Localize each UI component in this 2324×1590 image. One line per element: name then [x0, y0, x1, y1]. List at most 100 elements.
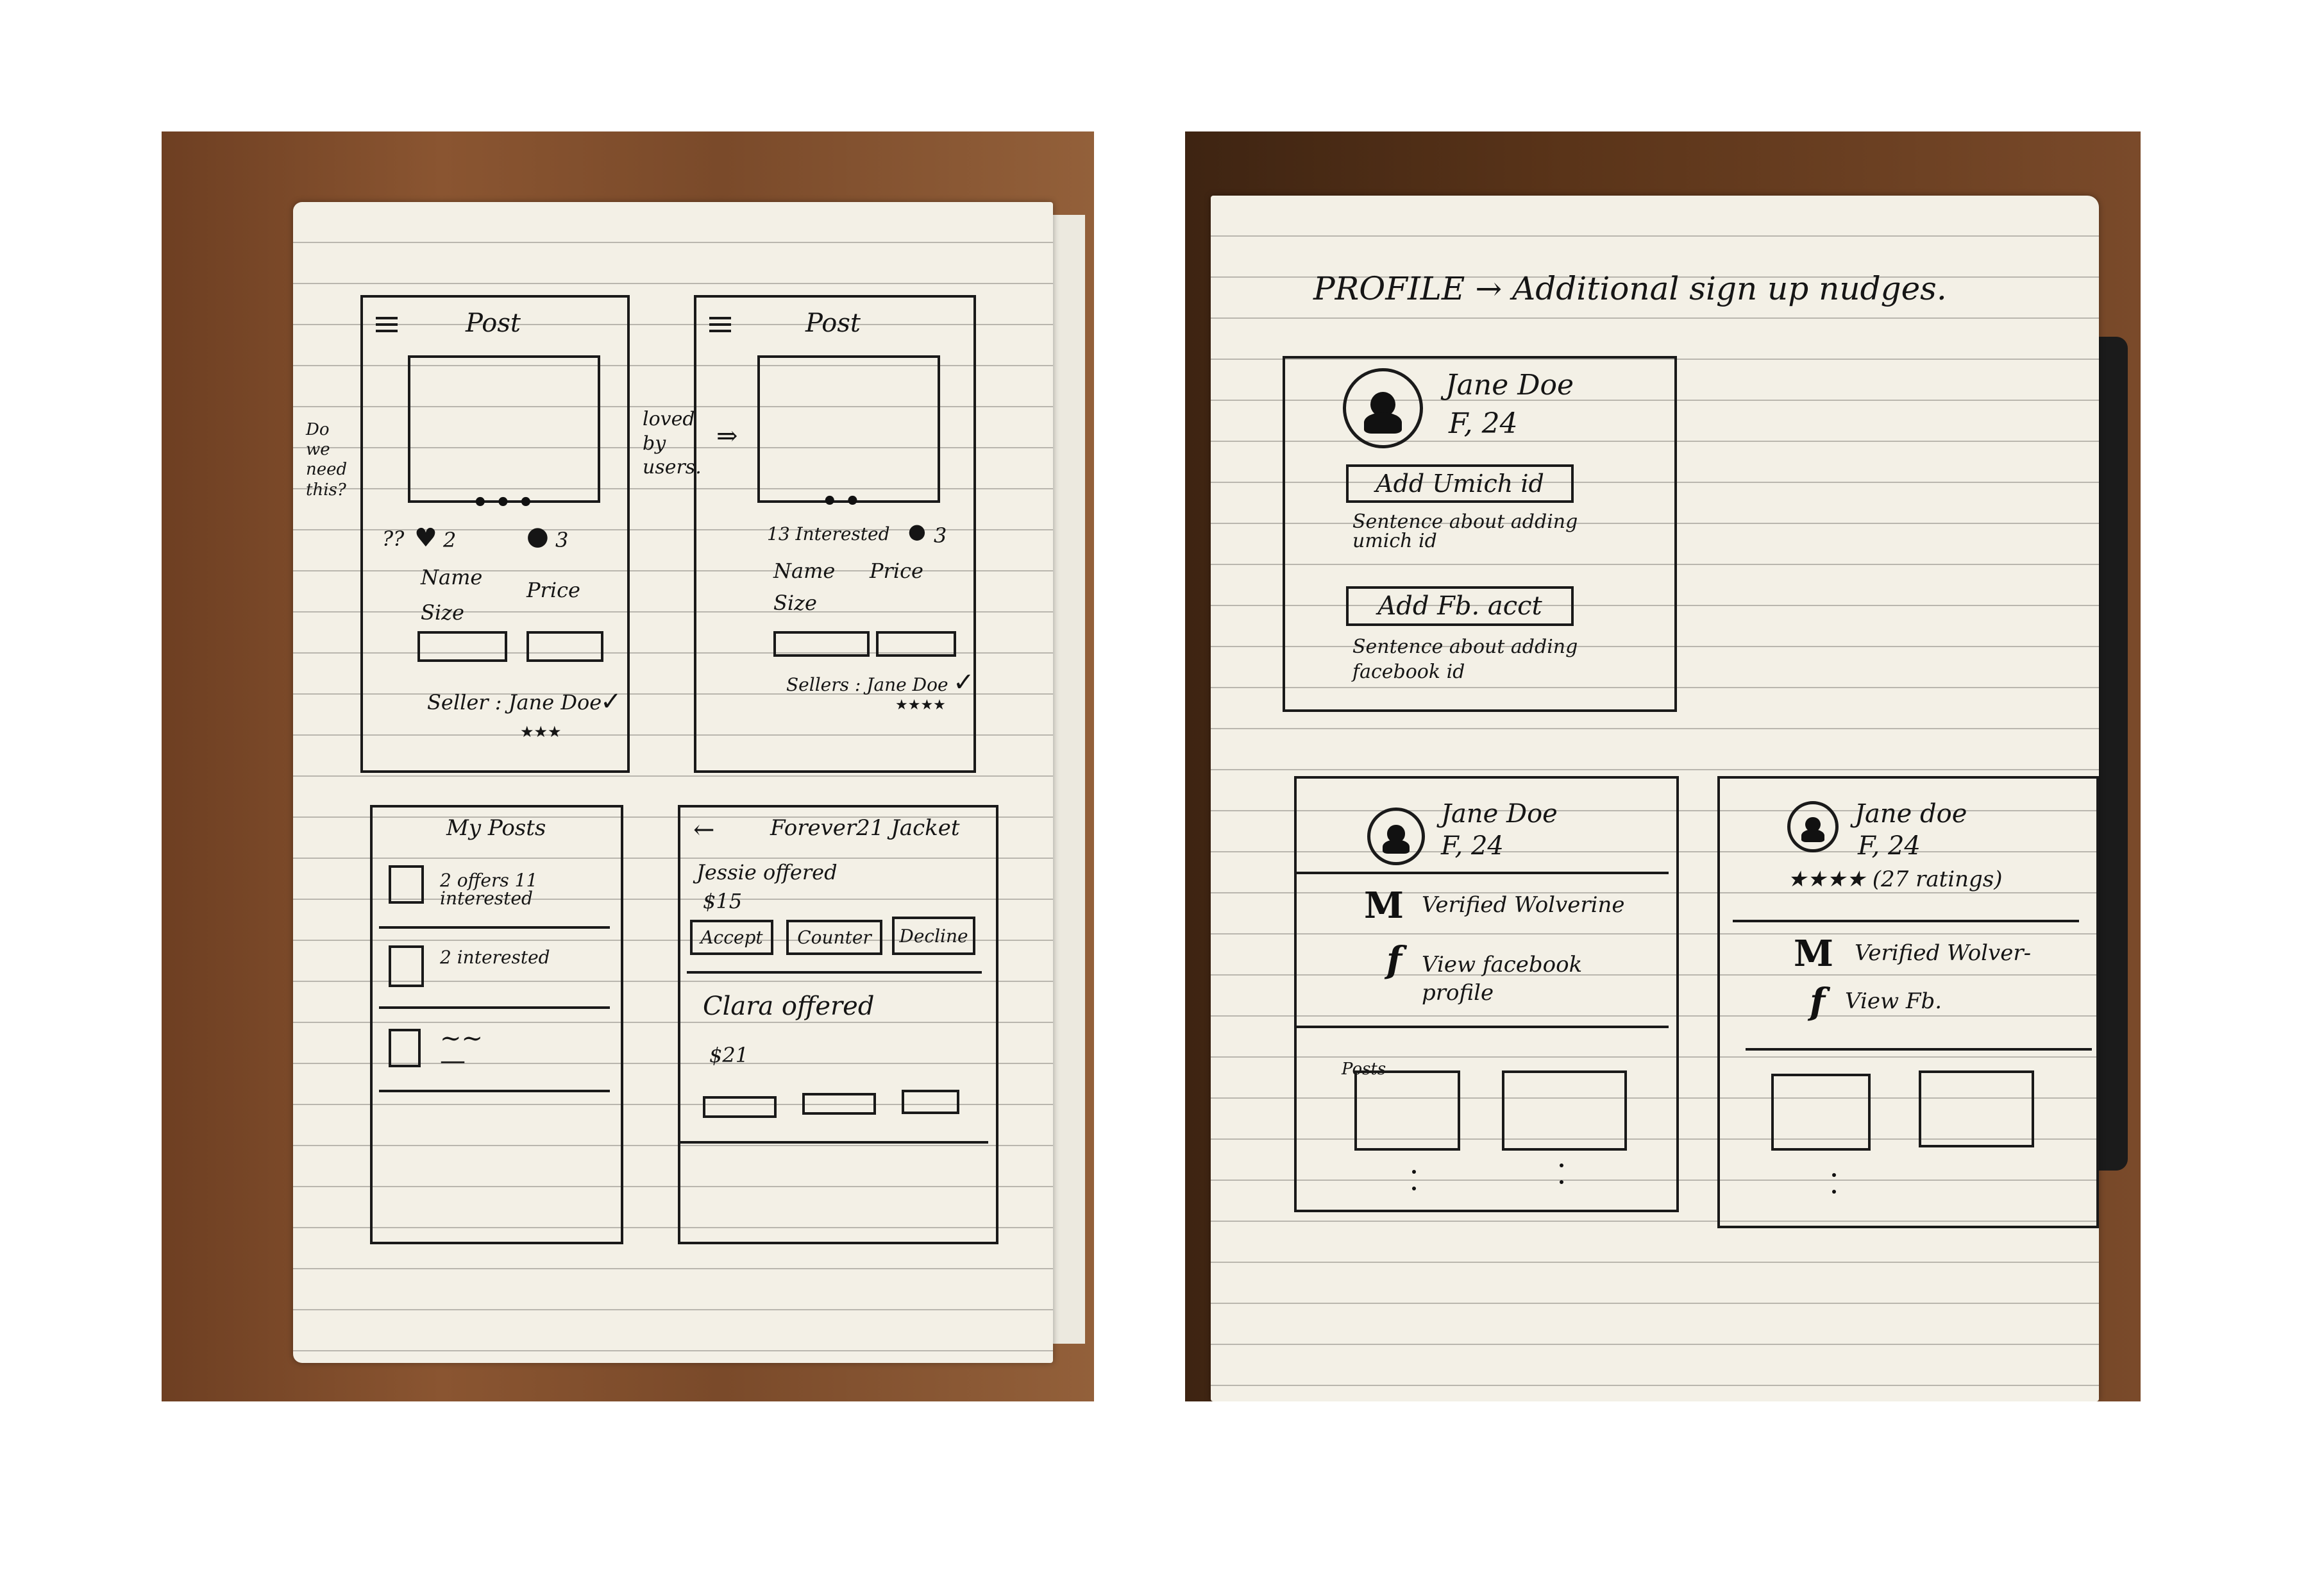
image-placeholder: [757, 355, 940, 503]
post-thumbnail[interactable]: [1771, 1074, 1871, 1151]
divider: [680, 1141, 988, 1144]
offer-2-name: Clara offered: [703, 992, 875, 1021]
profile-name: Jane Doe: [1445, 369, 1574, 402]
post-thumbnail[interactable]: [1502, 1070, 1627, 1151]
action-button-1[interactable]: [417, 631, 507, 662]
view-facebook-link[interactable]: View Fb.: [1845, 988, 1942, 1014]
arrow-left-icon[interactable]: ←: [693, 815, 715, 845]
post-thumbnail[interactable]: [389, 945, 424, 987]
hamburger-icon[interactable]: [709, 317, 731, 332]
profile-screen-a: Jane Doe F, 24 Add Umich id Sentence abo…: [1283, 356, 1677, 712]
next-page-edge: [1047, 215, 1085, 1344]
block-m-icon: M: [1364, 884, 1404, 927]
item-size: Size: [421, 600, 464, 625]
accept-button[interactable]: Accept: [690, 920, 773, 955]
seller-label[interactable]: Seller : Jane Doe: [427, 690, 602, 715]
placeholder-scribble: —: [440, 1046, 466, 1076]
post-status: 2 offers 11 interested: [440, 870, 538, 909]
person-icon: [1343, 368, 1423, 448]
person-icon: [1787, 801, 1839, 852]
post-thumbnail[interactable]: [389, 865, 424, 904]
profile-info: F, 24: [1441, 831, 1504, 861]
add-fb-account-button[interactable]: Add Fb. acct: [1346, 586, 1574, 626]
comment-icon[interactable]: ●: [526, 521, 549, 551]
decline-button[interactable]: [902, 1090, 959, 1114]
accept-button[interactable]: [703, 1096, 777, 1118]
more-indicator: [1412, 1170, 1416, 1193]
item-price: Price: [526, 578, 580, 602]
hamburger-icon[interactable]: [376, 317, 398, 332]
posts-label: Posts: [1342, 1060, 1386, 1079]
profile-info: F, 24: [1858, 831, 1921, 861]
item-size: Size: [773, 591, 817, 615]
divider: [379, 1006, 610, 1009]
seller-rating: ★★★: [520, 723, 562, 741]
add-umich-id-button[interactable]: Add Umich id: [1346, 464, 1574, 503]
screen-title: Post: [805, 309, 861, 338]
action-button-2[interactable]: [526, 631, 603, 662]
image-placeholder: [408, 355, 600, 503]
check-circle-icon: ✓: [953, 668, 975, 697]
post-thumbnail[interactable]: [389, 1029, 421, 1067]
more-indicator: [1832, 1173, 1836, 1196]
screen-title: My Posts: [446, 815, 546, 841]
side-note-b: loved by users.: [643, 408, 702, 478]
facebook-f-icon: f: [1386, 939, 1402, 981]
offer-2-amount: $21: [709, 1043, 749, 1067]
post-thumbnail[interactable]: [1354, 1070, 1460, 1151]
right-notebook-photo: PROFILE → Additional sign up nudges. Jan…: [1185, 131, 2141, 1401]
comment-count: 3: [934, 523, 947, 548]
action-button-1[interactable]: [773, 631, 870, 657]
profile-name: Jane doe: [1855, 799, 1967, 829]
post-status: 2 interested: [440, 947, 550, 968]
heart-icon[interactable]: ♥: [414, 523, 437, 553]
profile-screen-b: Jane Doe F, 24 M Verified Wolverine f Vi…: [1294, 776, 1679, 1212]
post-thumbnail[interactable]: [1919, 1070, 2034, 1147]
action-button-2[interactable]: [876, 631, 956, 657]
facebook-f-icon: f: [1810, 981, 1826, 1023]
divider: [1297, 1026, 1669, 1028]
verified-wolverine-link[interactable]: Verified Wolverine: [1422, 892, 1625, 918]
profile-info: F, 24: [1449, 407, 1518, 440]
side-note-a: Do we need this?: [306, 420, 348, 500]
divider: [1297, 872, 1669, 874]
verified-wolverine-link[interactable]: Verified Wolver-: [1855, 940, 2032, 966]
decline-button[interactable]: Decline: [892, 917, 975, 955]
offer-1-amount: $15: [703, 889, 743, 913]
person-icon: [1367, 808, 1425, 865]
seller-rating: ★★★★: [895, 697, 946, 713]
question-marks: ??: [382, 527, 405, 551]
page-heading: PROFILE → Additional sign up nudges.: [1313, 270, 1947, 307]
item-price: Price: [870, 559, 923, 583]
interested-count[interactable]: 13 Interested: [767, 523, 890, 545]
profile-name: Jane Doe: [1441, 799, 1558, 829]
my-posts-screen: My Posts 2 offers 11 interested 2 intere…: [370, 805, 623, 1244]
view-facebook-link[interactable]: View facebook profile: [1422, 952, 1583, 1006]
divider: [1733, 920, 2079, 922]
seller-label[interactable]: Sellers : Jane Doe: [786, 674, 948, 695]
divider: [1746, 1048, 2092, 1051]
left-notebook-photo: Post ••• ?? ♥ 2 ● 3 Name Price Size Sell…: [162, 131, 1094, 1401]
fb-nudge-text: Sentence about adding facebook id: [1352, 636, 1578, 683]
item-name: Name: [773, 559, 836, 583]
screen-title: Forever21 Jacket: [770, 815, 960, 841]
rating-summary[interactable]: ★★★★ (27 ratings): [1787, 867, 2003, 892]
offer-1-name: Jessie offered: [696, 860, 838, 884]
arrow-right: ⇒: [716, 421, 738, 451]
post-screen-b: Post •• 13 Interested ● 3 Name Price Siz…: [694, 295, 976, 773]
comment-count: 3: [555, 528, 569, 552]
item-name: Name: [421, 565, 483, 589]
divider: [379, 926, 610, 929]
counter-button[interactable]: Counter: [786, 920, 882, 955]
elastic-band: [2096, 337, 2128, 1171]
like-count: 2: [443, 528, 457, 552]
comment-icon[interactable]: ●: [908, 519, 926, 543]
more-indicator: [1560, 1163, 1563, 1187]
carousel-dots: ••: [821, 487, 868, 516]
placeholder-scribble: ~~: [440, 1024, 484, 1053]
counter-button[interactable]: [802, 1093, 876, 1115]
profile-screen-c: Jane doe F, 24 ★★★★ (27 ratings) M Verif…: [1717, 776, 2099, 1228]
left-notebook-page: Post ••• ?? ♥ 2 ● 3 Name Price Size Sell…: [293, 202, 1053, 1363]
carousel-dots: •••: [472, 488, 541, 518]
divider: [687, 971, 982, 974]
